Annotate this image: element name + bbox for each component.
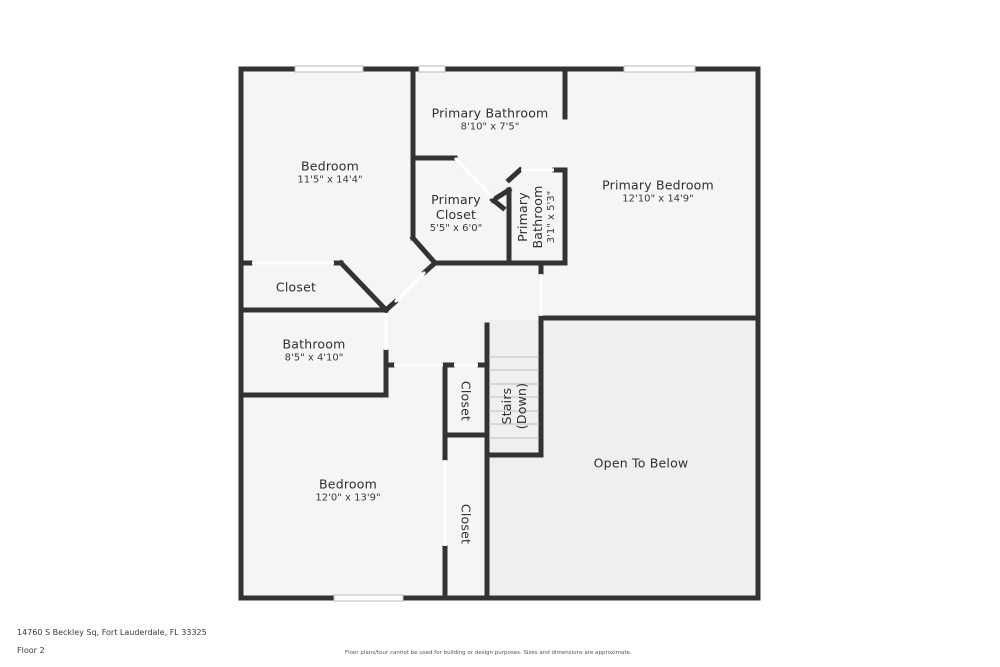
disclaimer: Floor plans/tour cannot be used for buil…	[345, 650, 632, 656]
room-name: Closet	[458, 503, 474, 545]
room-label-closet-2: Closet	[459, 381, 474, 421]
room-name-line1: Primary	[515, 192, 530, 242]
room-dimensions: 11'5" x 14'4"	[297, 174, 363, 186]
room-name: Bedroom	[301, 158, 359, 174]
room-label-stairs: Stairs (Down)	[499, 383, 529, 429]
room-name: Primary Bedroom	[602, 177, 714, 193]
room-label-bathroom: Bathroom 8'5" x 4'10"	[283, 337, 346, 366]
room-name: Closet	[275, 279, 317, 295]
room-label-primary-closet: Primary Closet 5'5" x 6'0"	[430, 192, 482, 236]
floor-label: Floor 2	[17, 646, 45, 655]
open-to-below-area	[488, 320, 758, 597]
room-label-primary-bedroom: Primary Bedroom 12'10" x 14'9"	[602, 178, 714, 207]
room-dimensions: 8'10" x 7'5"	[460, 121, 520, 133]
room-name-line1: Primary	[431, 192, 481, 207]
doorways	[252, 156, 554, 546]
windows	[294, 65, 696, 602]
room-name: Open To Below	[593, 455, 689, 471]
room-name: Bathroom	[282, 336, 346, 352]
room-label-closet-1: Closet	[276, 280, 316, 295]
room-name-line2: Closet	[435, 207, 477, 222]
room-dimensions: 12'10" x 14'9"	[622, 193, 694, 205]
room-label-bedroom-2: Bedroom 12'0" x 13'9"	[315, 477, 380, 506]
room-label-bedroom-1: Bedroom 11'5" x 14'4"	[297, 159, 362, 188]
room-name: Closet	[458, 380, 474, 422]
room-name-line2: Bathroom	[530, 185, 545, 249]
room-label-closet-3: Closet	[459, 504, 474, 544]
room-label-primary-bathroom-small: Primary Bathroom 3'1" x 5'3"	[515, 186, 559, 249]
room-dimensions: 12'0" x 13'9"	[315, 492, 381, 504]
room-label-primary-bathroom: Primary Bathroom 8'10" x 7'5"	[432, 106, 549, 135]
room-dimensions: 5'5" x 6'0"	[429, 223, 483, 234]
room-dimensions: 8'5" x 4'10"	[284, 352, 344, 364]
room-label-open-to-below: Open To Below	[594, 456, 689, 471]
room-name: Bedroom	[319, 476, 377, 492]
room-name-line2: (Down)	[514, 382, 529, 430]
property-address: 14760 S Beckley Sq, Fort Lauderdale, FL …	[17, 628, 207, 637]
room-name: Primary Bathroom	[431, 105, 549, 121]
room-dimensions: 3'1" x 5'3"	[546, 190, 557, 244]
room-name-line1: Stairs	[499, 387, 514, 425]
stair-treads	[489, 356, 539, 439]
walls	[238, 66, 761, 601]
